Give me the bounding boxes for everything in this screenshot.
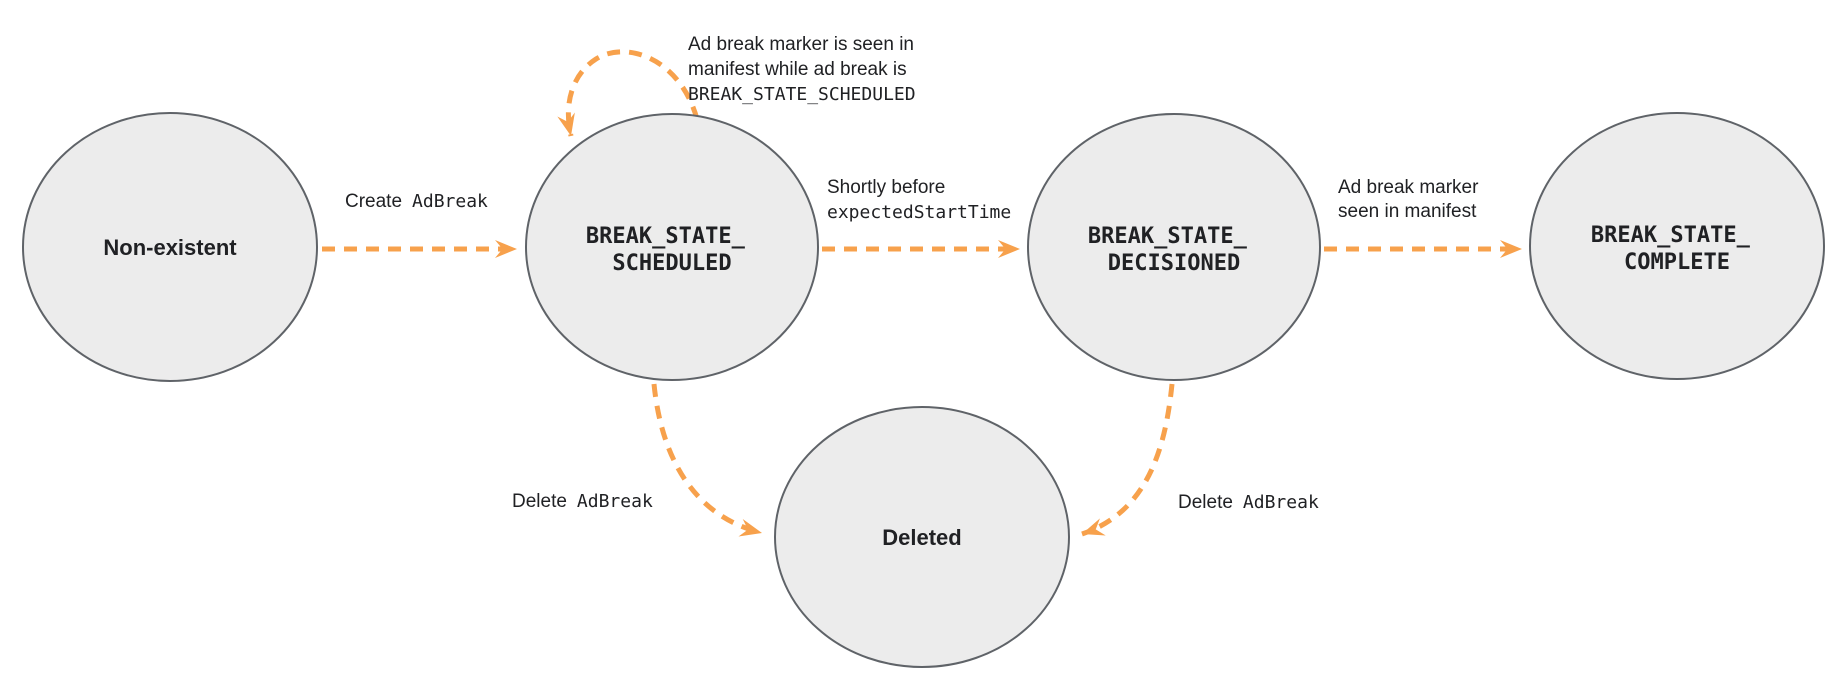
state-break-state-complete-node xyxy=(1529,112,1825,380)
state-break-state-scheduled-node xyxy=(525,113,819,381)
state-deleted-node xyxy=(774,406,1070,668)
transition-self-loop-label: Ad break marker is seen in manifest whil… xyxy=(688,34,918,105)
state-break-state-complete-label: BREAK_STATE_ COMPLETE xyxy=(1591,223,1763,275)
state-deleted-label: Deleted xyxy=(882,525,961,550)
transition-to-complete-label: Ad break marker seen in manifest xyxy=(1338,177,1482,222)
transition-delete-from-scheduled-label: Delete AdBreak xyxy=(512,491,653,512)
state-break-state-decisioned-node xyxy=(1027,113,1321,381)
transition-delete-from-decisioned-label: Delete AdBreak xyxy=(1178,492,1319,513)
state-break-state-decisioned-label: BREAK_STATE_ DECISIONED xyxy=(1088,224,1260,276)
transition-delete-from-decisioned-arrow xyxy=(1081,383,1175,537)
transition-self-loop-arrow xyxy=(557,49,700,137)
transition-create-adbreak-label: Create AdBreak xyxy=(345,191,488,212)
transition-delete-from-scheduled-arrow xyxy=(651,383,763,537)
transition-to-decisioned-label: Shortly before expectedStartTime xyxy=(827,177,1011,223)
state-break-state-scheduled-label: BREAK_STATE_ SCHEDULED xyxy=(586,224,758,276)
state-non-existent-label: Non-existent xyxy=(103,235,237,260)
state-non-existent-node xyxy=(22,112,318,382)
